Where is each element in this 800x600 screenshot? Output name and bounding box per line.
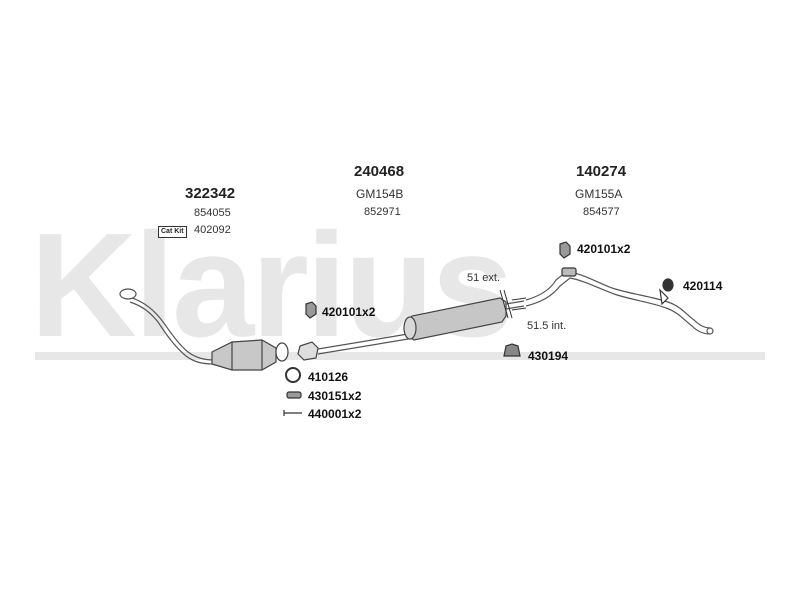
part-410126: 410126 <box>308 370 349 384</box>
flange-ring <box>275 342 289 362</box>
gasket-ring-icon <box>285 367 301 383</box>
intermediate-pipe <box>317 333 409 355</box>
part-430194: 430194 <box>528 349 569 363</box>
rubber-mount-icon <box>662 278 674 292</box>
rear-hanger <box>561 267 577 277</box>
rear-group-ref: 854577 <box>583 206 620 218</box>
note-int: 51.5 int. <box>527 320 567 332</box>
rear-group-code: GM155A <box>575 187 623 201</box>
dimension-marks <box>499 289 527 319</box>
front-group-ref: 854055 <box>194 207 231 219</box>
screw-icon <box>283 410 302 416</box>
note-ext: 51 ext. <box>467 272 501 284</box>
front-pipe <box>119 288 215 365</box>
middle-group-code: GM154B <box>356 187 404 201</box>
watermark-underline <box>35 352 765 360</box>
part-420101-mid: 420101x2 <box>322 305 376 319</box>
catkit-ref: 402092 <box>194 224 231 236</box>
pipe-clamp <box>297 341 319 361</box>
part-430151: 430151x2 <box>308 389 362 403</box>
tail-hanger <box>659 288 669 306</box>
part-icons <box>283 241 674 416</box>
rear-group-number: 140274 <box>576 163 627 180</box>
middle-silencer <box>403 297 507 341</box>
catalytic-converter <box>211 339 277 371</box>
part-420114: 420114 <box>683 279 723 293</box>
middle-group-ref: 852971 <box>364 206 401 218</box>
part-440001: 440001x2 <box>308 407 362 421</box>
bolt-icon <box>286 391 302 399</box>
rear-pipe <box>525 271 714 335</box>
part-420101-rear: 420101x2 <box>577 242 631 256</box>
front-group-number: 322342 <box>185 185 236 202</box>
rubber-hanger-icon-rear <box>559 241 571 259</box>
middle-group-number: 240468 <box>354 163 405 180</box>
rubber-hanger-icon <box>305 301 317 319</box>
clamp-icon <box>503 343 521 357</box>
catkit-badge: Cat Kit <box>158 226 187 238</box>
